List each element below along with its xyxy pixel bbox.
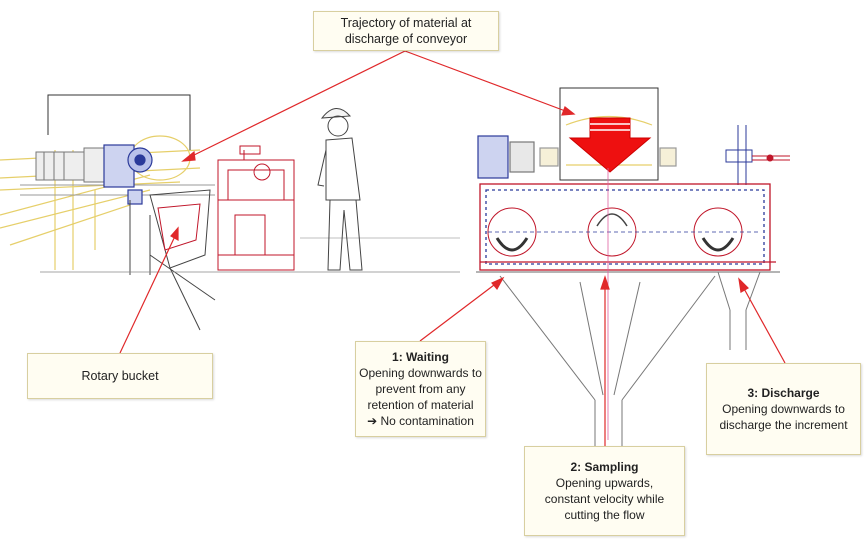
sampling-line-2: constant velocity while <box>544 492 665 506</box>
sampling-title: 2: Sampling <box>570 460 639 474</box>
actuator <box>725 125 790 185</box>
front-view <box>476 87 790 450</box>
discharge-title: 3: Discharge <box>747 386 820 400</box>
trajectory-line-1: Trajectory of material at <box>340 16 472 30</box>
sampling-line-3: cutting the flow <box>564 508 645 522</box>
discharge-line-1: Opening downwards to <box>722 402 845 416</box>
waiting-callout: 1: Waiting Opening downwards to prevent … <box>355 341 486 437</box>
cutter-drive <box>477 135 677 179</box>
waiting-line-4: ➔ No contamination <box>356 413 485 429</box>
side-view <box>0 94 460 331</box>
flow-arrow <box>568 117 652 173</box>
discharge-callout: 3: Discharge Opening downwards to discha… <box>706 363 861 455</box>
arrow-right-icon: ➔ <box>367 414 378 428</box>
drive-motor <box>35 147 105 183</box>
waiting-result: No contamination <box>380 414 474 428</box>
discharge-line-2: discharge the increment <box>719 418 848 432</box>
trajectory-line-2: discharge of conveyor <box>344 32 468 46</box>
waiting-title: 1: Waiting <box>392 350 449 364</box>
rotary-bucket-label: Rotary bucket <box>81 369 159 383</box>
hopper <box>499 271 761 450</box>
hydraulic-unit <box>217 145 295 271</box>
rotary-bucket-callout: Rotary bucket <box>27 353 213 399</box>
gearbox <box>103 144 153 205</box>
waiting-line-1: Opening downwards to <box>359 366 482 380</box>
waiting-line-2: prevent from any <box>375 382 466 396</box>
waiting-line-3: retention of material <box>367 398 474 412</box>
conveyor-belt <box>0 135 201 270</box>
sampling-callout: 2: Sampling Opening upwards, constant ve… <box>524 446 685 536</box>
worker-figure <box>317 108 363 271</box>
discharge-frame <box>559 87 659 181</box>
rotary-bucket-housing <box>129 189 216 331</box>
trajectory-callout: Trajectory of material at discharge of c… <box>313 11 499 51</box>
sampling-line-1: Opening upwards, <box>555 476 654 490</box>
cutter-housing <box>476 183 780 273</box>
leader-lines <box>119 50 786 446</box>
